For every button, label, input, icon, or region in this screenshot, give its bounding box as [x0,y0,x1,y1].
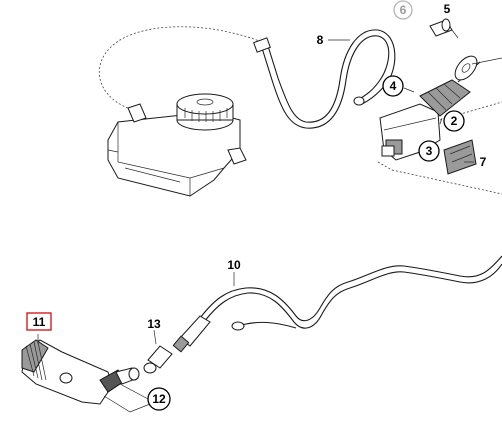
callout-2[interactable]: 2 [443,110,465,132]
callout-2-label: 2 [451,114,458,128]
callout-13[interactable]: 13 [147,317,161,331]
callout-5[interactable]: 5 [444,2,451,16]
highlight-box [26,312,52,331]
callout-6[interactable]: 6 [393,0,413,20]
callout-10[interactable]: 10 [227,258,241,272]
callout-7[interactable]: 7 [480,155,487,169]
pipe-part-8[interactable] [253,29,396,129]
pipe-part-10[interactable] [199,255,502,331]
leader-lines [37,39,474,345]
callout-4[interactable]: 4 [382,75,404,97]
callout-4-label: 4 [390,79,397,93]
callout-11-label: 11 [33,315,46,329]
callout-12-label: 12 [152,392,166,406]
callout-7-label: 7 [480,155,487,169]
fluid-reservoir[interactable] [98,26,263,197]
slave-cylinder-part-11[interactable] [21,339,151,413]
callout-6-label: 6 [400,3,407,17]
callout-3-label: 3 [426,144,433,158]
callout-8-label: 8 [317,33,324,47]
hose-connector-part-13[interactable] [143,315,211,374]
callout-3[interactable]: 3 [418,140,440,162]
callout-8[interactable]: 8 [317,33,324,47]
callout-5-label: 5 [444,2,451,16]
callout-12[interactable]: 12 [147,387,171,411]
callout-10-label: 10 [227,258,241,272]
callout-11[interactable]: 11 [26,312,52,331]
callout-13-label: 13 [147,317,161,331]
